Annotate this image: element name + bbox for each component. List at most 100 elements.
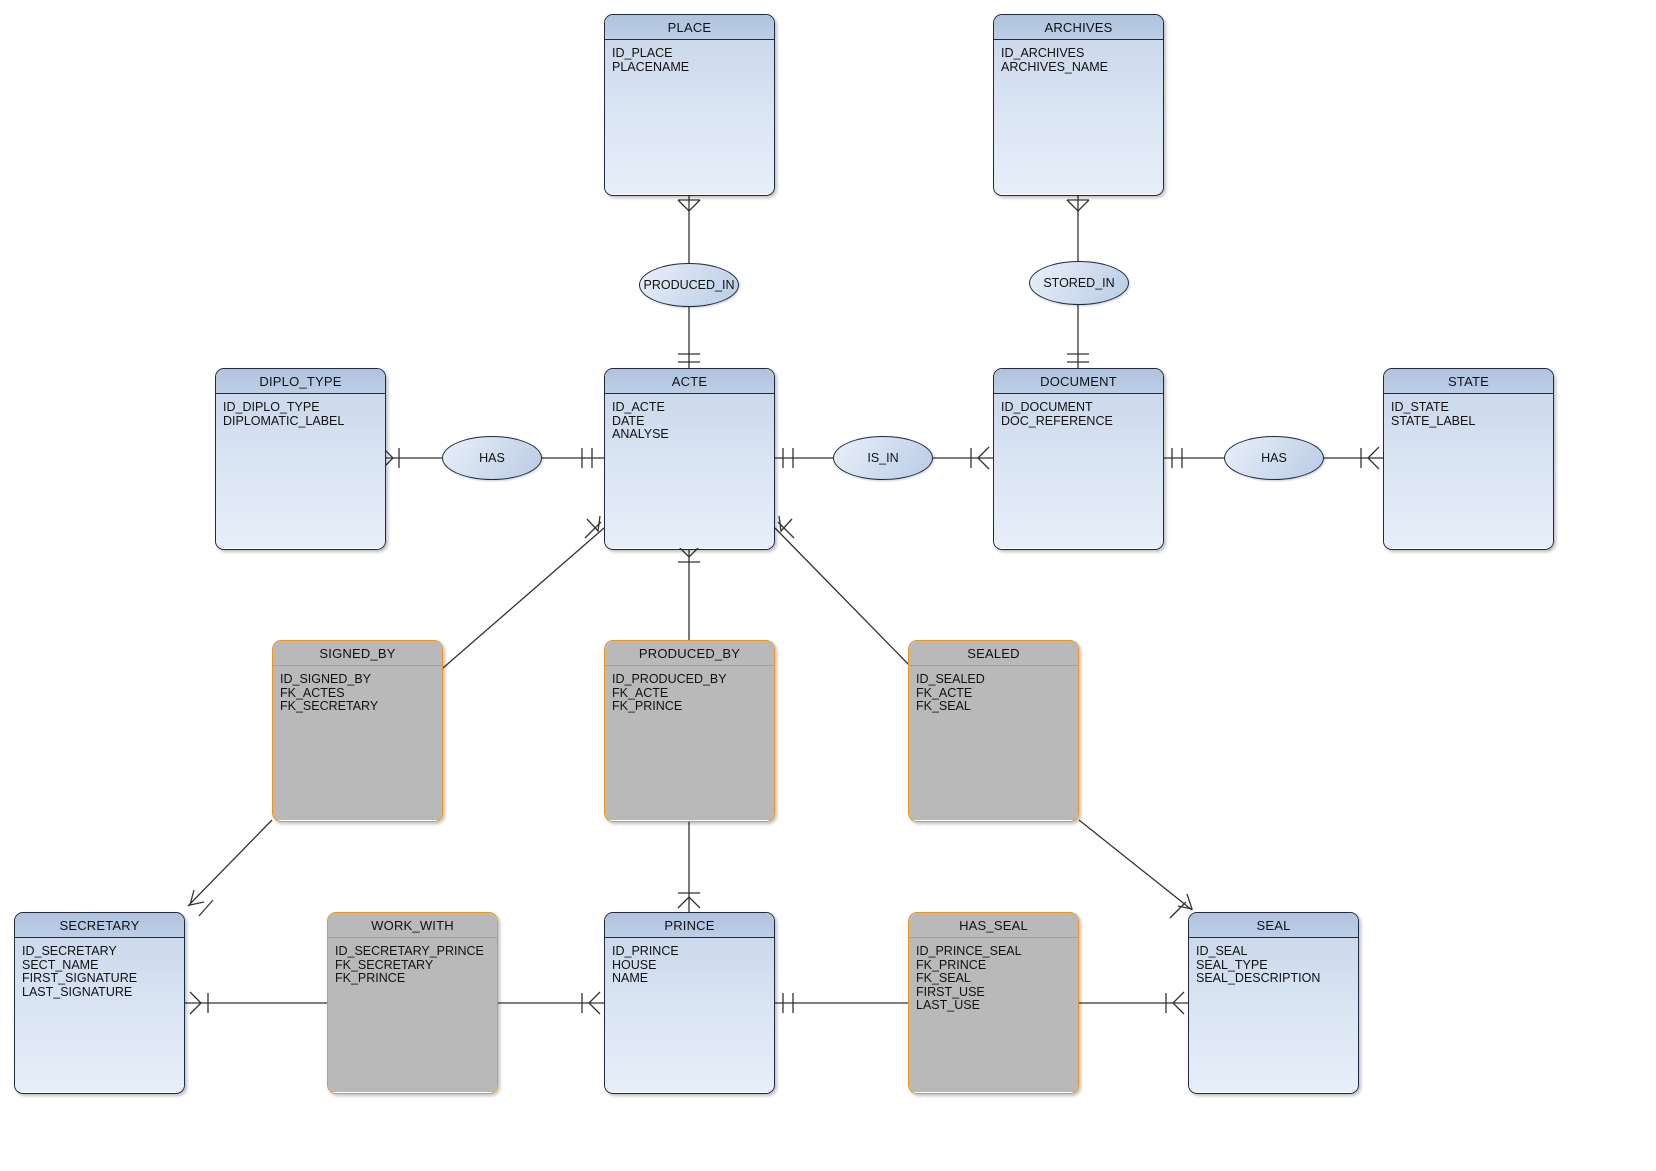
attribute: ID_SEAL	[1196, 944, 1248, 958]
entity-title: SIGNED_BY	[273, 641, 442, 666]
entity-title: PRODUCED_BY	[605, 641, 774, 666]
attribute: ANALYSE	[612, 427, 669, 441]
entity-state[interactable]: STATE ID_STATE STATE_LABEL	[1383, 368, 1554, 550]
crowfoot-seal-left	[1172, 991, 1185, 1015]
attribute: DIPLOMATIC_LABEL	[223, 413, 345, 428]
crowfoot-prince-left	[588, 991, 601, 1015]
entity-attributes: ID_SEALED FK_ACTE FK_SEAL	[909, 666, 1078, 820]
crowfoot-archives	[1066, 199, 1090, 212]
attribute: HOUSE	[612, 957, 657, 972]
attribute: ID_ARCHIVES	[1001, 46, 1085, 60]
crowfoot-acte-sealed	[778, 515, 793, 533]
crowfoot-place	[677, 199, 701, 212]
attribute: ID_DOCUMENT	[1001, 400, 1093, 414]
entity-document[interactable]: DOCUMENT ID_DOCUMENT DOC_REFERENCE	[993, 368, 1164, 550]
attribute: ID_PRINCE_SEAL	[916, 944, 1022, 958]
crowfoot-secretary-right	[189, 991, 202, 1015]
relationship-is-in[interactable]: IS_IN	[833, 436, 933, 480]
attribute: STATE_LABEL	[1391, 413, 1476, 428]
attribute: SECT_NAME	[22, 957, 99, 972]
entity-attributes: ID_PLACE PLACENAME	[605, 40, 774, 194]
entity-attributes: ID_PRINCE HOUSE NAME	[605, 938, 774, 1092]
entity-title: PRINCE	[605, 913, 774, 938]
link-sealed-seal	[1078, 819, 1193, 911]
entity-signed-by[interactable]: SIGNED_BY ID_SIGNED_BY FK_ACTES FK_SECRE…	[272, 640, 443, 822]
attribute: ID_SIGNED_BY	[280, 672, 372, 686]
relationship-stored-in[interactable]: STORED_IN	[1029, 261, 1129, 305]
attribute: ID_SECRETARY_PRINCE	[335, 944, 484, 958]
entity-attributes: ID_ARCHIVES ARCHIVES_NAME	[994, 40, 1163, 194]
entity-title: WORK_WITH	[328, 913, 497, 938]
entity-produced-by[interactable]: PRODUCED_BY ID_PRODUCED_BY FK_ACTE FK_PR…	[604, 640, 775, 822]
entity-seal[interactable]: SEAL ID_SEAL SEAL_TYPE SEAL_DESCRIPTION	[1188, 912, 1359, 1094]
crowfoot-state	[1367, 446, 1380, 470]
attribute: FK_SEAL	[916, 971, 971, 985]
entity-title: PLACE	[605, 15, 774, 40]
entity-title: SEAL	[1189, 913, 1358, 938]
attribute: ID_STATE	[1391, 400, 1449, 414]
attribute: FIRST_SIGNATURE	[22, 971, 138, 985]
crowfoot-secretary	[189, 889, 205, 906]
attribute: DATE	[612, 413, 645, 428]
attribute: FK_PRINCE	[335, 971, 406, 985]
attribute: ID_SEALED	[916, 672, 985, 686]
entity-attributes: ID_PRINCE_SEAL FK_PRINCE FK_SEAL FIRST_U…	[909, 938, 1078, 1092]
entity-sealed[interactable]: SEALED ID_SEALED FK_ACTE FK_SEAL	[908, 640, 1079, 822]
entity-title: ACTE	[605, 369, 774, 394]
attribute: ID_PLACE	[612, 46, 673, 60]
entity-title: DOCUMENT	[994, 369, 1163, 394]
crowfoot-acte-signedby	[586, 515, 601, 533]
crowfoot-seal-diag	[1177, 893, 1193, 910]
link-acte-sealed	[774, 527, 913, 669]
entity-attributes: ID_SECRETARY_PRINCE FK_SECRETARY FK_PRIN…	[328, 938, 497, 1092]
entity-attributes: ID_DIPLO_TYPE DIPLOMATIC_LABEL	[216, 394, 385, 548]
entity-archives[interactable]: ARCHIVES ID_ARCHIVES ARCHIVES_NAME	[993, 14, 1164, 196]
relationship-has-diplo-type[interactable]: HAS	[442, 436, 542, 480]
entity-title: STATE	[1384, 369, 1553, 394]
entity-attributes: ID_SEAL SEAL_TYPE SEAL_DESCRIPTION	[1189, 938, 1358, 1092]
attribute: FK_ACTE	[612, 685, 669, 700]
attribute: FK_SECRETARY	[335, 957, 434, 972]
entity-has-seal[interactable]: HAS_SEAL ID_PRINCE_SEAL FK_PRINCE FK_SEA…	[908, 912, 1079, 1094]
attribute: ID_SECRETARY	[22, 944, 117, 958]
entity-title: SECRETARY	[15, 913, 184, 938]
entity-attributes: ID_STATE STATE_LABEL	[1384, 394, 1553, 548]
attribute: LAST_USE	[916, 998, 980, 1012]
attribute: ARCHIVES_NAME	[1001, 59, 1108, 74]
attribute: LAST_SIGNATURE	[22, 984, 133, 999]
entity-attributes: ID_SECRETARY SECT_NAME FIRST_SIGNATURE L…	[15, 938, 184, 1092]
attribute: DOC_REFERENCE	[1001, 413, 1113, 428]
attribute: ID_PRODUCED_BY	[612, 672, 727, 686]
entity-place[interactable]: PLACE ID_PLACE PLACENAME	[604, 14, 775, 196]
entity-secretary[interactable]: SECRETARY ID_SECRETARY SECT_NAME FIRST_S…	[14, 912, 185, 1094]
attribute: NAME	[612, 971, 649, 985]
relationship-produced-in[interactable]: PRODUCED_IN	[639, 263, 739, 307]
attribute: PLACENAME	[612, 59, 690, 74]
attribute: FK_PRINCE	[612, 699, 683, 713]
crowfoot-prince-top	[677, 896, 701, 909]
attribute: FK_ACTES	[280, 685, 345, 700]
entity-attributes: ID_ACTE DATE ANALYSE	[605, 394, 774, 548]
attribute: ID_PRINCE	[612, 944, 679, 958]
entity-acte[interactable]: ACTE ID_ACTE DATE ANALYSE	[604, 368, 775, 550]
entity-diplo-type[interactable]: DIPLO_TYPE ID_DIPLO_TYPE DIPLOMATIC_LABE…	[215, 368, 386, 550]
relationship-has-state[interactable]: HAS	[1224, 436, 1324, 480]
entity-title: ARCHIVES	[994, 15, 1163, 40]
entity-prince[interactable]: PRINCE ID_PRINCE HOUSE NAME	[604, 912, 775, 1094]
attribute: ID_ACTE	[612, 400, 665, 414]
crowfoot-document-left	[977, 446, 990, 470]
attribute: FK_ACTE	[916, 685, 973, 700]
entity-attributes: ID_SIGNED_BY FK_ACTES FK_SECRETARY	[273, 666, 442, 820]
entity-work-with[interactable]: WORK_WITH ID_SECRETARY_PRINCE FK_SECRETA…	[327, 912, 498, 1094]
link-acte-signedby	[442, 527, 605, 669]
entity-title: HAS_SEAL	[909, 913, 1078, 938]
tick-acte-sealed	[777, 521, 795, 539]
entity-title: SEALED	[909, 641, 1078, 666]
entity-attributes: ID_PRODUCED_BY FK_ACTE FK_PRINCE	[605, 666, 774, 820]
attribute: SEAL_TYPE	[1196, 957, 1268, 972]
attribute: FK_SECRETARY	[280, 699, 379, 713]
attribute: FIRST_USE	[916, 984, 985, 999]
tick-secretary-diag	[198, 899, 214, 917]
